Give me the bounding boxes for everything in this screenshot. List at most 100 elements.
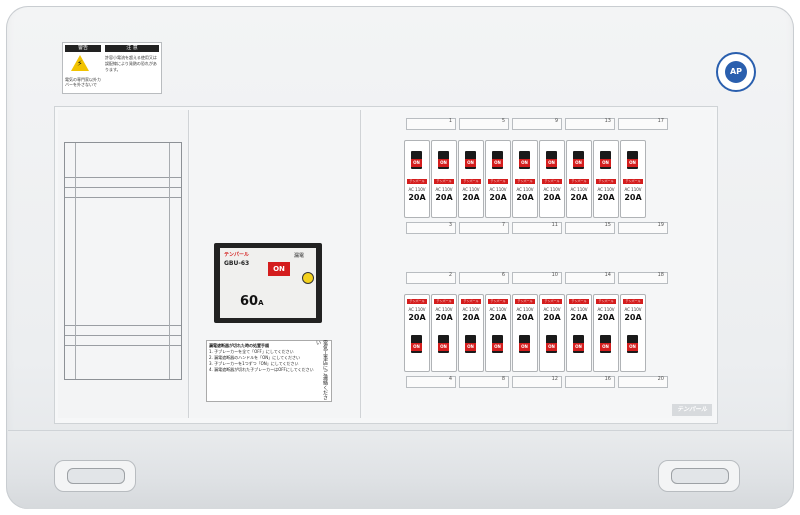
breaker-brand: テンパール [461,299,481,304]
breaker-brand: テンパール [515,179,535,184]
breaker-toggle[interactable]: ON [600,151,611,169]
breaker-brand: テンパール [542,179,562,184]
breaker-toggle[interactable]: ON [573,335,584,353]
top-row-label: 17 [618,118,668,130]
breaker-toggle[interactable]: ON [411,335,422,353]
breaker-toggle[interactable]: ON [465,335,476,353]
breaker-voltage: AC 110V [408,307,426,312]
breaker-amp: 20A [462,193,480,202]
on-label: ON [573,159,584,167]
instruction-line: 1. 子ブレーカーを全て「OFF」にしてください [209,349,294,354]
handle-hole [671,468,729,484]
on-label: ON [519,343,530,351]
bottom-row-label: 10 [512,272,562,284]
top-row-bottom-label: 15 [565,222,615,234]
hazard-triangle-icon: ⚡ [71,55,89,71]
bottom-row-label: 2 [406,272,456,284]
slot-line [65,187,181,188]
handle-hole [67,468,125,484]
breaker-voltage: AC 110V [408,187,426,192]
cover-handle-right[interactable] [658,460,740,492]
breaker-amp: 20A [570,193,588,202]
main-ground-fault-breaker[interactable]: テンパール GBU-63 漏電 ON 60A [214,243,322,323]
breaker-brand: テンパール [407,299,427,304]
on-label: ON [519,159,530,167]
slot-line [65,335,181,336]
breaker-brand: テンパール [623,179,643,184]
breaker-voltage: AC 110V [516,307,534,312]
breaker-toggle[interactable]: ON [627,151,638,169]
breaker-toggle[interactable]: ON [546,151,557,169]
slot-line [169,143,170,379]
breaker-brand: テンパール [596,179,616,184]
breaker-amp: 20A [408,193,426,202]
slot-line [65,197,181,198]
top-row-label: 5 [459,118,509,130]
main-breaker-rating-value: 60 [240,294,259,309]
breaker-toggle[interactable]: ON [519,151,530,169]
breaker-brand: テンパール [488,299,508,304]
top-row-bottom-label: 7 [459,222,509,234]
breaker-toggle[interactable]: ON [465,151,476,169]
top-row-bottom-label: 3 [406,222,456,234]
certification-mark-icon: AP [716,52,756,92]
breaker-brand: テンパール [515,299,535,304]
breaker-amp: 20A [570,313,588,322]
breaker-brand: テンパール [596,299,616,304]
breaker-toggle[interactable]: ON [627,335,638,353]
breaker-toggle[interactable]: ON [411,151,422,169]
main-breaker-model: GBU-63 [224,260,250,267]
breaker-toggle[interactable]: ON [438,335,449,353]
on-label: ON [573,343,584,351]
slot-line [65,177,181,178]
breaker-toggle[interactable]: ON [600,335,611,353]
test-button[interactable] [302,272,314,284]
panel-brand-logo: テンパール [672,404,712,416]
breaker-toggle[interactable]: ON [519,335,530,353]
breaker-brand: テンパール [623,299,643,304]
top-row-label: 1 [406,118,456,130]
breaker-amp: 20A [462,313,480,322]
breaker-voltage: AC 110V [435,307,453,312]
breaker-voltage: AC 110V [489,307,507,312]
instruction-line: 2. 漏電遮断器のハンドルを「ON」にしてください [209,355,300,360]
breaker-amp: 20A [624,313,642,322]
bottom-row-bottom-label: 16 [565,376,615,388]
breaker-toggle[interactable]: ON [546,335,557,353]
top-row-bottom-label: 11 [512,222,562,234]
warning-header-right: 注 意 [105,45,159,52]
breaker-voltage: AC 110V [543,307,561,312]
instruction-line: 漏電遮断器が切れた時の処置手順 [209,343,269,348]
breaker-toggle[interactable]: ON [492,335,503,353]
breaker-brand: テンパール [569,179,589,184]
breaker-brand: テンパール [488,179,508,184]
breaker-toggle[interactable]: ON [573,151,584,169]
breaker-toggle[interactable]: ON [492,151,503,169]
breaker-voltage: AC 110V [516,187,534,192]
breaker-amp: 20A [597,193,615,202]
bottom-row-label: 18 [618,272,668,284]
breaker-toggle[interactable]: ON [438,151,449,169]
cover-handle-left[interactable] [54,460,136,492]
main-breaker-face: テンパール GBU-63 漏電 ON 60A [220,248,316,318]
instruction-line: 3. 子ブレーカーを1つずつ「ON」にしてください [209,361,299,366]
bottom-row-bottom-label: 8 [459,376,509,388]
